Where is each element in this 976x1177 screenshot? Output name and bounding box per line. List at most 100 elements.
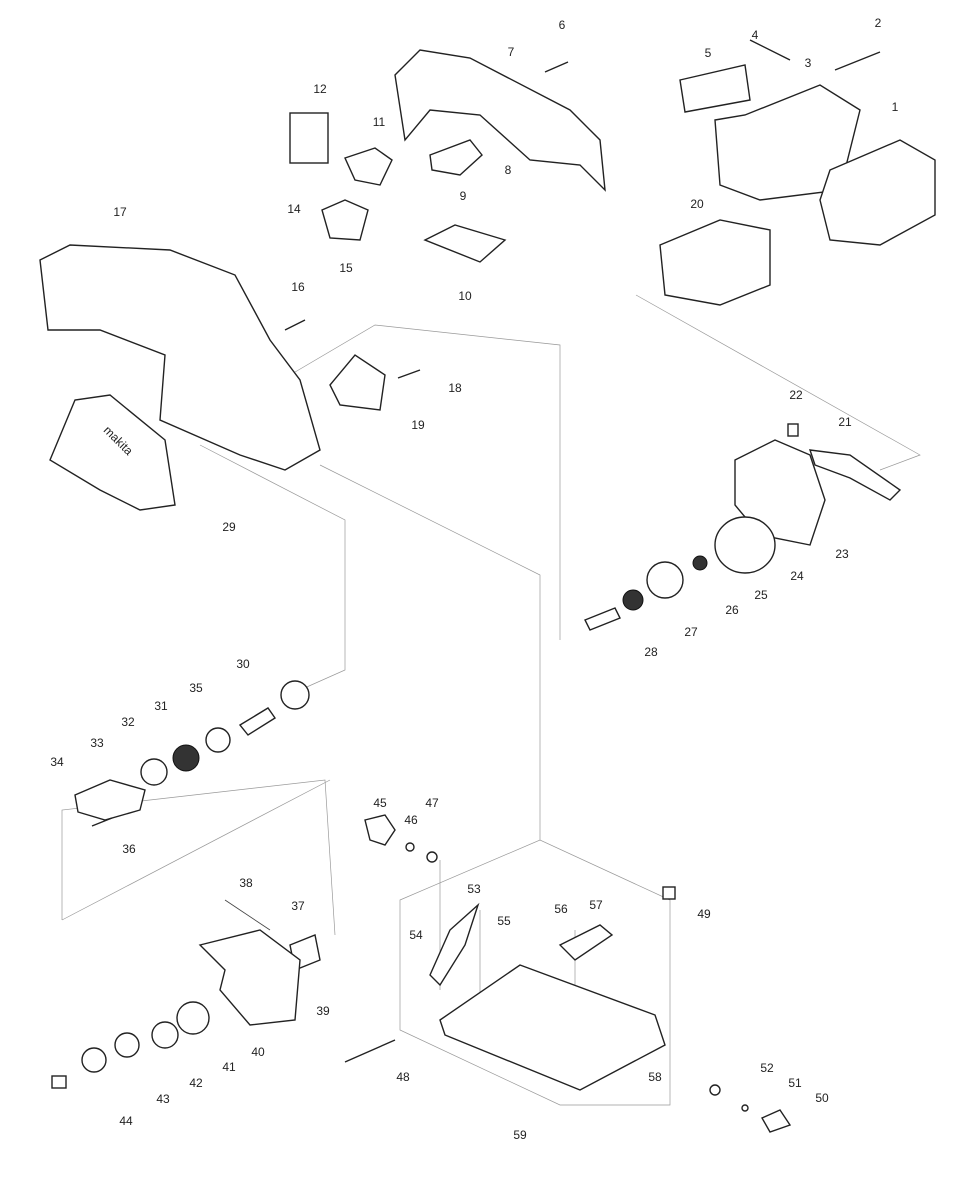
link-plate bbox=[558, 924, 614, 961]
part-label-46: 46 bbox=[404, 813, 418, 827]
part-label-42: 42 bbox=[189, 1076, 203, 1090]
screw bbox=[834, 51, 881, 71]
part-label-17: 17 bbox=[113, 205, 127, 219]
part-label-28: 28 bbox=[644, 645, 658, 659]
part-label-40: 40 bbox=[251, 1045, 265, 1059]
part-label-30: 30 bbox=[236, 657, 250, 671]
motor-cover bbox=[819, 139, 936, 246]
screw bbox=[749, 39, 791, 61]
safety-cover bbox=[49, 394, 176, 511]
handle-housing bbox=[39, 244, 321, 471]
o-ring bbox=[140, 758, 168, 786]
lock-button bbox=[321, 199, 369, 241]
part-label-51: 51 bbox=[788, 1076, 802, 1090]
bearing-retainer bbox=[74, 779, 146, 821]
motor-housing bbox=[714, 84, 861, 201]
switch bbox=[344, 147, 393, 186]
part-label-43: 43 bbox=[156, 1092, 170, 1106]
part-label-26: 26 bbox=[725, 603, 739, 617]
bearing bbox=[622, 589, 644, 611]
part-label-33: 33 bbox=[90, 736, 104, 750]
washer bbox=[741, 1104, 749, 1112]
part-label-6: 6 bbox=[559, 18, 566, 32]
part-label-19: 19 bbox=[411, 418, 425, 432]
part-label-47: 47 bbox=[425, 796, 439, 810]
dust-nozzle bbox=[329, 354, 386, 411]
part-label-37: 37 bbox=[291, 899, 305, 913]
part-label-16: 16 bbox=[291, 280, 305, 294]
part-label-22: 22 bbox=[789, 388, 803, 402]
part-label-32: 32 bbox=[121, 715, 135, 729]
part-label-44: 44 bbox=[119, 1114, 133, 1128]
label-plate bbox=[679, 64, 751, 113]
hex-bolt bbox=[51, 1075, 67, 1089]
part-label-57: 57 bbox=[589, 898, 603, 912]
part-label-39: 39 bbox=[316, 1004, 330, 1018]
part-label-55: 55 bbox=[497, 914, 511, 928]
part-label-9: 9 bbox=[460, 189, 467, 203]
part-label-45: 45 bbox=[373, 796, 387, 810]
nut bbox=[205, 727, 231, 753]
part-label-59: 59 bbox=[513, 1128, 527, 1142]
part-label-23: 23 bbox=[835, 547, 849, 561]
part-label-50: 50 bbox=[815, 1091, 829, 1105]
part-label-38: 38 bbox=[239, 876, 253, 890]
wing-bolt bbox=[364, 814, 396, 846]
bearing bbox=[172, 744, 200, 772]
part-label-48: 48 bbox=[396, 1070, 410, 1084]
part-label-29: 29 bbox=[222, 520, 236, 534]
spring-pin bbox=[787, 423, 799, 437]
wing-nut bbox=[761, 1109, 792, 1133]
part-label-34: 34 bbox=[50, 755, 64, 769]
part-label-10: 10 bbox=[458, 289, 472, 303]
screw bbox=[284, 319, 306, 331]
pin bbox=[344, 1039, 396, 1063]
outer-flange bbox=[81, 1047, 107, 1073]
heat-sink bbox=[423, 224, 507, 263]
spindle bbox=[238, 707, 276, 736]
part-label-27: 27 bbox=[684, 625, 698, 639]
part-label-18: 18 bbox=[448, 381, 462, 395]
screw bbox=[397, 369, 421, 379]
part-label-1: 1 bbox=[892, 100, 899, 114]
part-label-58: 58 bbox=[648, 1070, 662, 1084]
part-label-5: 5 bbox=[705, 46, 712, 60]
spur-gear bbox=[646, 561, 684, 599]
dc-motor bbox=[659, 219, 771, 306]
part-label-21: 21 bbox=[838, 415, 852, 429]
screw bbox=[544, 61, 569, 73]
part-label-3: 3 bbox=[805, 56, 812, 70]
part-label-20: 20 bbox=[690, 197, 704, 211]
part-label-14: 14 bbox=[287, 202, 301, 216]
part-label-35: 35 bbox=[189, 681, 203, 695]
o-ring bbox=[714, 516, 776, 574]
spring bbox=[224, 899, 271, 931]
ring bbox=[176, 1001, 210, 1035]
part-number-labels: 1234567891011121415161718192021222324252… bbox=[50, 16, 898, 1142]
part-label-56: 56 bbox=[554, 902, 568, 916]
angle-guide bbox=[429, 902, 480, 987]
part-label-36: 36 bbox=[122, 842, 136, 856]
part-label-41: 41 bbox=[222, 1060, 236, 1074]
part-label-25: 25 bbox=[754, 588, 768, 602]
spindle bbox=[584, 607, 621, 631]
base-plate bbox=[439, 964, 666, 1091]
lever bbox=[808, 449, 902, 501]
upper-cover bbox=[394, 49, 606, 192]
inner-flange bbox=[114, 1032, 140, 1058]
spur-gear bbox=[280, 680, 310, 710]
part-label-49: 49 bbox=[697, 907, 711, 921]
blade-case bbox=[198, 929, 301, 1026]
part-label-15: 15 bbox=[339, 261, 353, 275]
part-label-8: 8 bbox=[505, 163, 512, 177]
assembly-guide-lines bbox=[61, 294, 921, 1106]
bearing bbox=[692, 555, 708, 571]
washer bbox=[405, 842, 415, 852]
part-label-31: 31 bbox=[154, 699, 168, 713]
part-label-11: 11 bbox=[373, 115, 386, 129]
part-label-4: 4 bbox=[752, 28, 759, 42]
part-label-53: 53 bbox=[467, 882, 481, 896]
controller bbox=[289, 112, 329, 164]
washer bbox=[426, 851, 438, 863]
